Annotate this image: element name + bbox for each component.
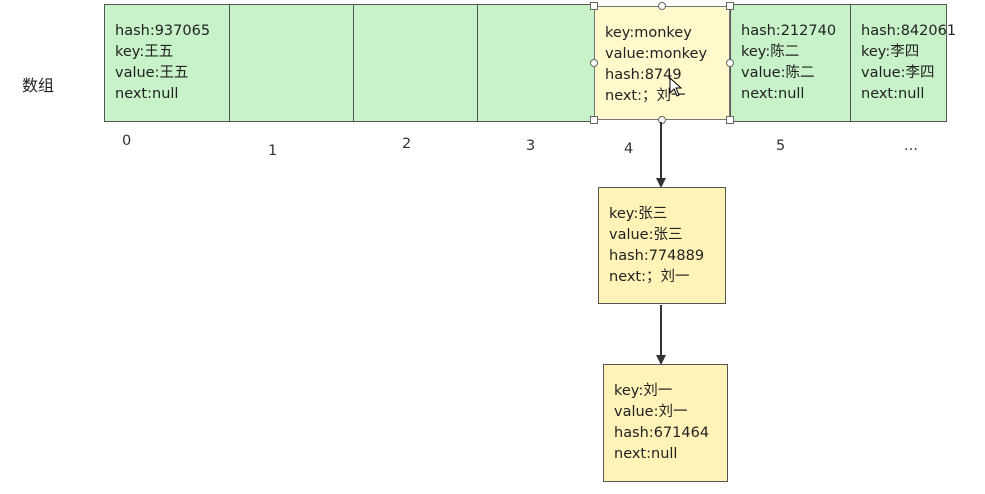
node-1-value: value:张三: [609, 227, 683, 243]
cell-0-next: next:null: [115, 86, 179, 102]
index-label-2: 2: [402, 136, 412, 152]
node-1-hash: hash:774889: [609, 248, 705, 264]
resize-handle-bottom-left[interactable]: [590, 116, 598, 124]
node-1-next: next:；刘一: [609, 269, 690, 285]
index-label-more: ...: [904, 138, 918, 154]
node-2-next: next:null: [614, 446, 678, 462]
node-2-key: key:刘一: [614, 383, 673, 399]
cell-4-key: key:monkey: [605, 25, 692, 41]
resize-handle-left[interactable]: [590, 59, 598, 67]
index-label-5: 5: [776, 138, 786, 154]
cell-more-value: value:李四: [861, 65, 935, 81]
resize-handle-top-right[interactable]: [726, 2, 734, 10]
index-label-4: 4: [624, 141, 634, 157]
cell-5-value: value:陈二: [741, 65, 815, 81]
resize-handle-top[interactable]: [658, 2, 666, 10]
array-cell-2[interactable]: [353, 4, 478, 122]
chain-node-1[interactable]: key:张三 value:张三 hash:774889 next:；刘一: [598, 187, 726, 304]
resize-handle-bottom-right[interactable]: [726, 116, 734, 124]
index-label-1: 1: [268, 143, 278, 159]
cell-more-key: key:李四: [861, 44, 920, 60]
cell-0-hash: hash:937065: [115, 23, 211, 39]
array-cell-5[interactable]: hash:212740 key:陈二 value:陈二 next:null: [730, 4, 851, 122]
index-label-3: 3: [526, 138, 536, 154]
array-cell-more[interactable]: hash:842061 key:李四 value:李四 next:null: [850, 4, 957, 122]
cell-5-key: key:陈二: [741, 44, 800, 60]
resize-handle-top-left[interactable]: [590, 2, 598, 10]
index-label-0: 0: [122, 133, 132, 149]
array-cell-1[interactable]: [229, 4, 354, 122]
cell-0-value: value:王五: [115, 65, 189, 81]
cell-4-next: next:；刘一: [605, 88, 686, 104]
array-label: 数组: [22, 76, 55, 95]
cell-more-hash: hash:842061: [861, 23, 957, 39]
resize-handle-right[interactable]: [726, 59, 734, 67]
cell-more-next: next:null: [861, 86, 925, 102]
mouse-pointer-icon: [669, 77, 683, 97]
chain-node-2[interactable]: key:刘一 value:刘一 hash:671464 next:null: [603, 364, 728, 482]
node-1-key: key:张三: [609, 206, 668, 222]
array-cell-3[interactable]: [477, 4, 595, 122]
cell-0-key: key:王五: [115, 44, 174, 60]
cell-4-hash: hash:8749: [605, 67, 682, 83]
cell-4-value: value:monkey: [605, 46, 708, 62]
node-2-value: value:刘一: [614, 404, 688, 420]
array-cell-4-selected[interactable]: key:monkey value:monkey hash:8749 next:；…: [594, 6, 730, 120]
cell-5-hash: hash:212740: [741, 23, 837, 39]
cell-5-next: next:null: [741, 86, 805, 102]
node-2-hash: hash:671464: [614, 425, 710, 441]
